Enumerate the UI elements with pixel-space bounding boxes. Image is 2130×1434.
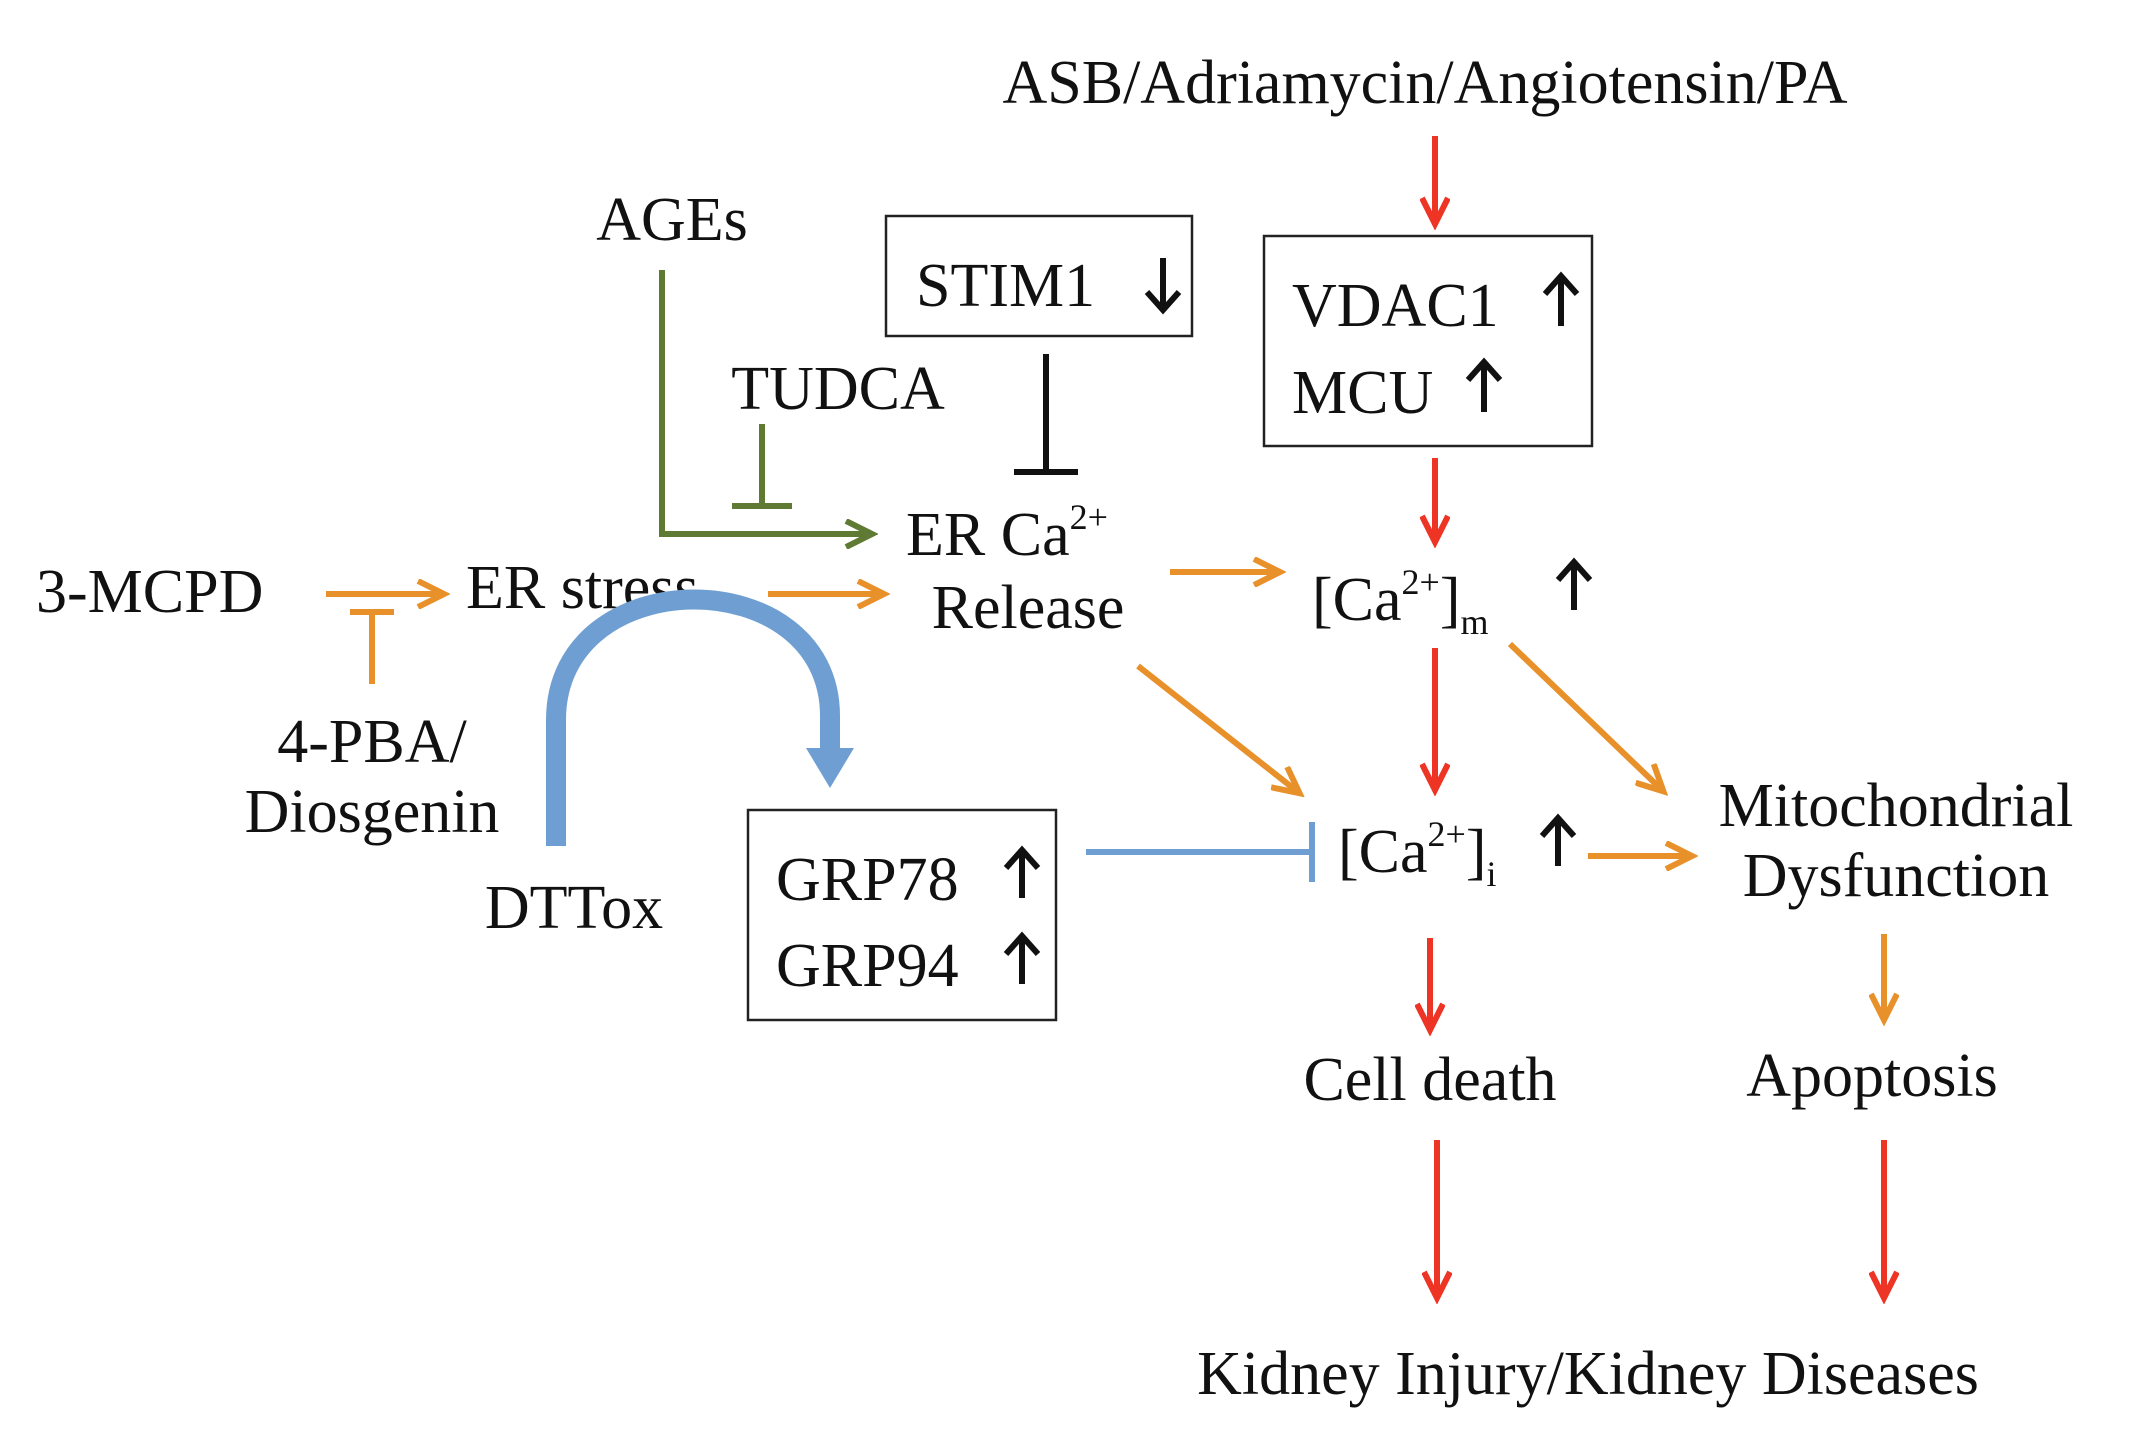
label-grp78: GRP78 <box>776 846 959 914</box>
label-ca-i: [Ca2+]i <box>1338 814 1497 894</box>
label-mcu: MCU <box>1292 359 1433 427</box>
arrow-up-icon <box>1542 271 1580 326</box>
vdac-mcu-box-frame <box>1262 234 1594 448</box>
label-stim1: STIM1 <box>916 252 1095 320</box>
ca-m-node: [Ca2+]m <box>1312 557 1593 642</box>
label-4-pba: 4-PBA/ <box>277 708 467 776</box>
label-release: Release <box>932 574 1125 642</box>
label-3-mcpd: 3-MCPD <box>36 558 263 626</box>
label-mitochondrial: Mitochondrial <box>1719 772 2074 840</box>
grp-box-frame <box>746 808 1058 1022</box>
ca-i-node: [Ca2+]i <box>1338 813 1577 894</box>
stim1-box-frame <box>884 214 1194 338</box>
grp-box: GRP78 GRP94 <box>746 808 1058 1022</box>
label-grp94: GRP94 <box>776 932 959 1000</box>
label-asb: ASB/Adriamycin/Angiotensin/PA <box>1002 49 1847 117</box>
arrow-ages-to-release <box>659 270 870 534</box>
arrow-up-icon <box>1555 557 1593 610</box>
label-dysfunction: Dysfunction <box>1743 842 2050 910</box>
inhibit-tudca-arrow <box>732 424 792 509</box>
arrow-up-icon <box>1465 357 1503 412</box>
er-ca-release: ER Ca2+ Release <box>906 497 1124 642</box>
label-ca-m: [Ca2+]m <box>1312 562 1489 642</box>
label-tudca: TUDCA <box>731 355 945 423</box>
label-kidney: Kidney Injury/Kidney Diseases <box>1197 1340 1979 1408</box>
inhibit-pba-to-mcpd-arrow <box>350 609 394 684</box>
label-vdac1: VDAC1 <box>1292 272 1499 340</box>
label-er-ca: ER Ca2+ <box>906 497 1108 569</box>
label-cell-death: Cell death <box>1303 1046 1556 1114</box>
label-dttox: DTTox <box>485 874 663 942</box>
inhibit-grp-to-ca-i-arrow <box>1086 822 1315 882</box>
inhibit-stim1-arrow <box>1014 354 1078 475</box>
arrow-up-icon <box>1003 931 1041 984</box>
label-diosgenin: Diosgenin <box>245 778 500 846</box>
arrow-release-to-ca-i <box>1136 663 1298 792</box>
label-apoptosis: Apoptosis <box>1746 1042 1997 1110</box>
vdac-mcu-box: VDAC1 MCU <box>1262 234 1594 448</box>
label-ages: AGEs <box>596 186 748 254</box>
arrow-up-icon <box>1003 845 1041 898</box>
arrow-down-icon <box>1144 258 1182 315</box>
arrow-up-icon <box>1539 813 1577 866</box>
arrow-ca-m-to-mito <box>1507 641 1662 790</box>
stim1-box: STIM1 <box>884 214 1194 338</box>
arrow-dttox-curved <box>546 589 854 846</box>
